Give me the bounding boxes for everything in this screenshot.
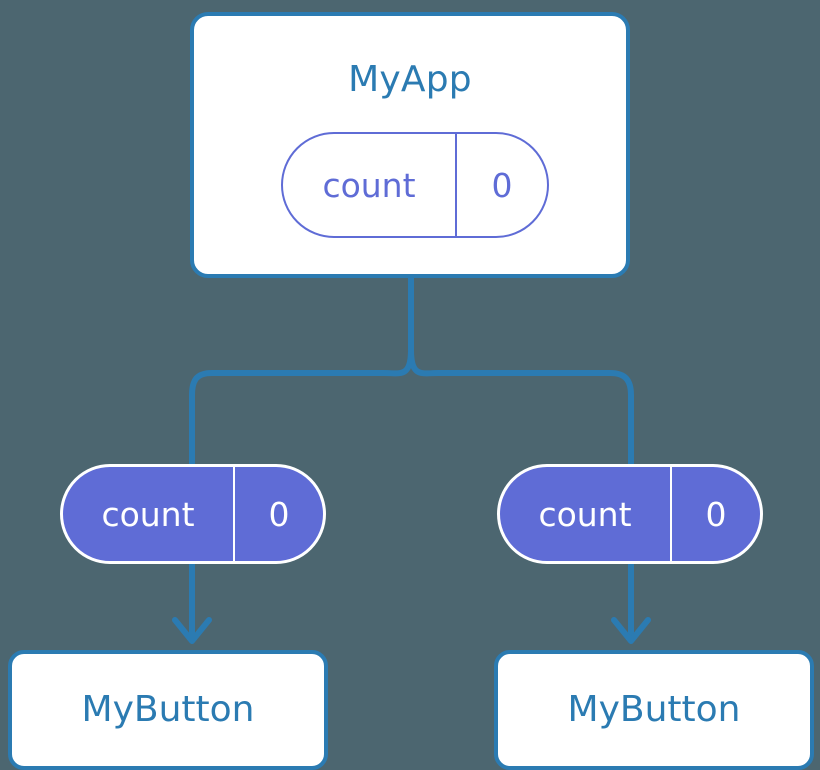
node-mybutton-right[interactable]: MyButton xyxy=(494,650,814,770)
node-mybutton-left-title: MyButton xyxy=(81,689,255,730)
state-pill-left-value: 0 xyxy=(268,494,290,534)
state-pill-left-key: count xyxy=(63,467,235,561)
state-pill-myapp-value: 0 xyxy=(491,165,513,205)
state-pill-right-value: 0 xyxy=(705,494,727,534)
node-mybutton-left[interactable]: MyButton xyxy=(8,650,328,770)
node-myapp[interactable]: MyApp count 0 xyxy=(190,12,630,278)
state-pill-right[interactable]: count 0 xyxy=(497,464,763,564)
arrowhead-right xyxy=(611,617,651,644)
arrowhead-left xyxy=(172,617,212,644)
state-pill-right-key: count xyxy=(500,467,672,561)
state-pill-left[interactable]: count 0 xyxy=(60,464,326,564)
edge-fork-left-rail xyxy=(189,349,414,466)
state-pill-myapp-key: count xyxy=(283,134,457,236)
edge-fork-right-rail xyxy=(408,349,634,466)
node-mybutton-right-title: MyButton xyxy=(567,689,741,730)
state-pill-myapp[interactable]: count 0 xyxy=(281,132,549,238)
node-myapp-title: MyApp xyxy=(348,59,472,100)
